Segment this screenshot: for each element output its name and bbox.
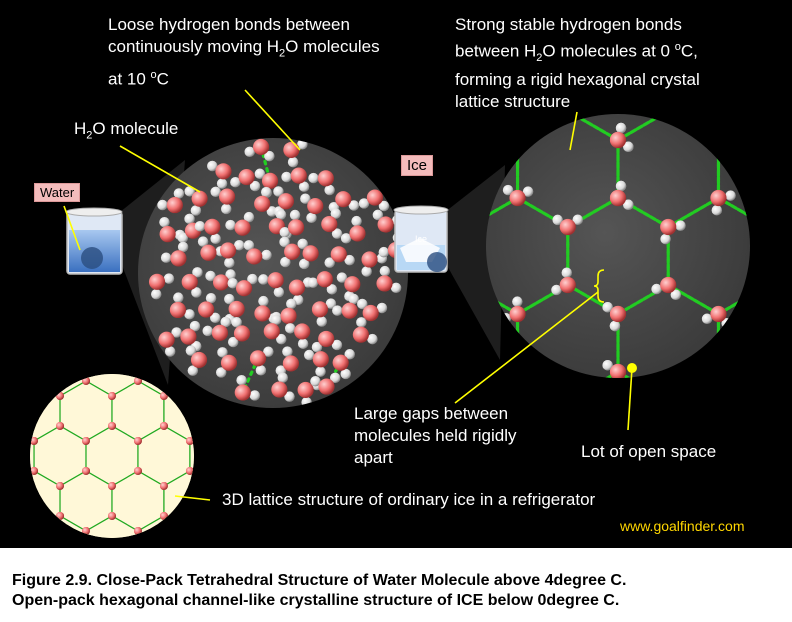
leader-loose (244, 89, 301, 151)
diagram-art (0, 0, 792, 548)
open-space-marker (627, 363, 637, 373)
ice-zoom-cone (445, 165, 505, 360)
large-gaps-label: Large gaps between molecules held rigidl… (354, 404, 517, 467)
h2o-molecule-label: H2O molecule (74, 119, 179, 142)
leader-3d (174, 495, 211, 501)
figure-panel: Loose hydrogen bonds between continuousl… (0, 0, 792, 548)
leader-lines (63, 89, 633, 501)
water-molecules (148, 138, 405, 408)
water-tag: Water (34, 183, 81, 202)
ice-beaker-icon (393, 205, 449, 273)
water-beaker-icon (65, 207, 123, 275)
leader-water (63, 205, 81, 251)
credit-link: www.goalfinder.com (620, 518, 745, 534)
leader-strong (569, 111, 578, 151)
ice-lattice-sphere (486, 114, 750, 378)
strong-bonds-label: Strong stable hydrogen bonds between H2O… (455, 15, 700, 112)
open-space-label: Lot of open space (581, 442, 717, 461)
ice-beaker-label: Ice (415, 234, 428, 244)
leader-h2o (119, 145, 201, 193)
leader-large-gaps (454, 291, 599, 404)
figure-caption: Figure 2.9. Close-Pack Tetrahedral Struc… (12, 571, 782, 611)
ice-tag: Ice (401, 155, 434, 176)
gap-brace (593, 269, 605, 303)
caption-line-2: Open-pack hexagonal channel-like crystal… (12, 592, 620, 609)
leader-open-space (627, 367, 633, 431)
loose-bonds-label: Loose hydrogen bonds between continuousl… (108, 15, 380, 90)
caption-line-1: Figure 2.9. Close-Pack Tetrahedral Struc… (12, 572, 627, 589)
3d-lattice-label: 3D lattice structure of ordinary ice in … (222, 490, 596, 509)
